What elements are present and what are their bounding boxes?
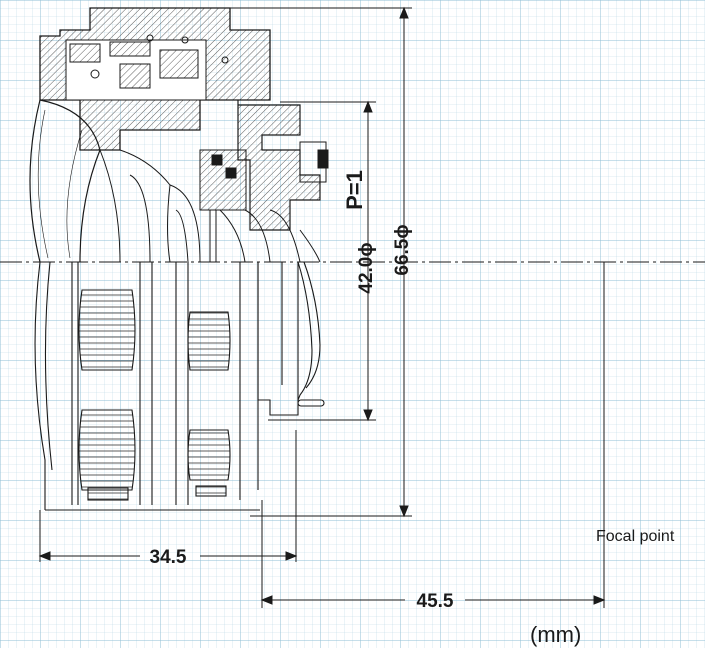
lens-upper-cross-section	[29, 7, 329, 263]
pitch-label: P=1	[342, 170, 367, 210]
units-label: (mm)	[530, 622, 581, 647]
lens-lower-exterior	[34, 261, 325, 511]
dimension-label-45-5: 45.5	[417, 591, 454, 612]
dimension-label-66-5-diameter: 66.5ϕ	[392, 224, 413, 275]
dimension-label-42-diameter: 42.0ϕ	[356, 242, 377, 293]
dimension-lines	[38, 6, 606, 608]
dimension-label-34-5: 34.5	[150, 547, 187, 568]
focal-point-label: Focal point	[596, 528, 675, 545]
